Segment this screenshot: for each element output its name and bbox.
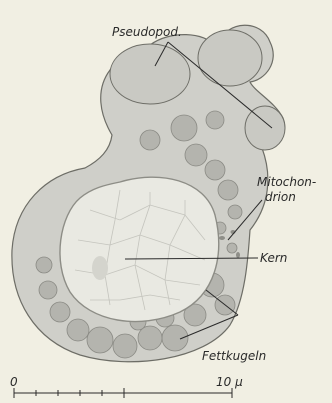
fat-globule xyxy=(206,111,224,129)
fat-globule xyxy=(205,160,225,180)
mitochondrion xyxy=(236,252,240,258)
pseudopod-lobe xyxy=(198,30,262,86)
fat-globule xyxy=(228,205,242,219)
pseudopod-lobe xyxy=(110,44,190,104)
scale-start-label: 0 xyxy=(10,375,18,389)
fat-globule xyxy=(185,144,207,166)
scale-end-label: 10 μ xyxy=(216,375,243,389)
nucleolus xyxy=(92,256,108,280)
label-mitochondrion-line2: drion xyxy=(265,190,296,204)
fat-globule xyxy=(50,302,70,322)
fat-globule xyxy=(138,326,162,350)
pseudopod-lobe xyxy=(245,106,285,150)
fat-globule xyxy=(227,243,237,253)
fat-globule xyxy=(113,334,137,358)
fat-globule xyxy=(36,257,52,273)
label-pseudopod: Pseudopod. xyxy=(112,25,182,39)
fat-globule xyxy=(162,325,188,351)
scale-bar: 0 10 μ xyxy=(10,375,243,398)
label-fat-globules: Fettkugeln xyxy=(202,349,266,363)
fat-globule xyxy=(140,130,160,150)
fat-globule xyxy=(39,281,57,299)
fat-globule xyxy=(67,319,89,341)
fat-globule xyxy=(87,327,113,353)
fat-globule xyxy=(171,115,197,141)
nucleus-outline xyxy=(60,177,219,321)
label-mitochondrion-line1: Mitochon- xyxy=(257,175,316,189)
nucleus xyxy=(60,177,219,321)
fat-globule xyxy=(218,180,238,200)
label-nucleus: Kern xyxy=(260,251,287,265)
mitochondrion xyxy=(219,236,225,240)
